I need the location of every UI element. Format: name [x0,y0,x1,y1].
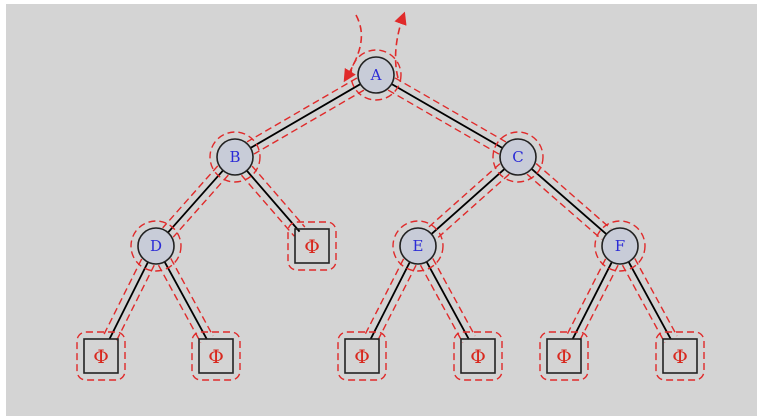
tree-edges [108,83,672,340]
tree-edge-E-n4 [369,261,411,340]
tree-edge-B-n1 [246,170,301,233]
traversal-path-D-n2-left [102,258,143,337]
node-circle-A [357,56,395,94]
tree-edge-C-F [530,168,608,235]
traversal-path-A-B-right [253,89,365,155]
node-circle-F [601,227,639,265]
traversal-path-E-n5-left [419,264,464,344]
tree-edge-C-E [430,168,506,235]
traversal-ring-C [492,131,544,183]
null-symbol-n5: Φ [470,346,486,368]
null-node-n6: Φ [539,331,589,381]
null-node-n1: Φ [287,221,337,271]
node-circle-B [216,138,254,176]
traversal-ring-n7 [655,331,705,381]
traversal-path-E-n4-left [363,258,405,337]
null-box-n6 [546,338,582,374]
traversal-ring-n5 [453,331,503,381]
tree-edge-A-C [391,83,503,149]
null-node-n7: Φ [655,331,705,381]
null-node-n3: Φ [191,331,241,381]
traversal-ring-D [130,220,182,272]
traversal-path-F-n6-left [565,258,607,337]
traversal-path-D-n2-right [115,264,155,343]
traversal-path-F-n7-left [621,264,666,344]
node-label-A: A [370,66,382,84]
null-box-n3 [198,338,234,374]
traversal-path-layer [102,77,678,344]
tree-edge-A-B [250,83,361,149]
null-symbol-n4: Φ [354,346,370,368]
node-label-C: C [512,148,523,166]
traversal-path-B-n1-right [251,165,306,228]
null-box-n4 [344,338,380,374]
tree-node-F: F [594,220,646,272]
traversal-arrows [343,11,407,83]
null-box-n7 [662,338,698,374]
node-circle-D [137,227,175,265]
node-circle-E [399,227,437,265]
traversal-path-B-D-left [162,165,219,229]
traversal-path-E-n4-right [376,264,417,343]
tree-edge-D-n3 [163,261,208,340]
traversal-ring-B [209,131,261,183]
null-node-n2: Φ [76,331,126,381]
node-label-E: E [413,237,424,255]
traversal-exit-arrow [394,11,407,79]
node-label-F: F [615,237,625,255]
traversal-ring-n1 [287,221,337,271]
traversal-path-A-B-left [246,77,358,143]
node-label-D: D [150,237,162,255]
traversal-ring-F [594,220,646,272]
traversal-path-C-E-right [435,173,510,240]
tree-edge-F-n7 [627,261,672,340]
traversal-ring-n6 [539,331,589,381]
traversal-path-F-n7-right [634,258,678,337]
null-node-n4: Φ [337,331,387,381]
null-box-n5 [460,338,496,374]
tree-node-E: E [392,220,444,272]
traversal-path-C-F-left [526,173,603,240]
traversal-ring-n4 [337,331,387,381]
traversal-path-C-F-right [535,163,612,230]
null-symbol-n6: Φ [556,346,572,368]
traversal-path-B-n1-left [240,174,295,237]
traversal-path-C-E-left [426,163,501,230]
traversal-path-F-n6-right [578,264,619,343]
node-label-B: B [229,148,240,166]
null-box-n1 [294,228,330,264]
null-node-n5: Φ [453,331,503,381]
null-symbol-n7: Φ [672,346,688,368]
tree-edge-D-n2 [108,261,149,340]
traversal-path-B-D-right [172,174,229,238]
null-symbol-n2: Φ [93,346,109,368]
tree-edge-F-n6 [571,261,613,340]
tree-node-D: D [130,220,182,272]
tree-nodes: A B C D E F Φ Φ Φ Φ Φ Φ Φ [76,49,705,381]
tree-node-B: B [209,131,261,183]
tree-node-C: C [492,131,544,183]
tree-edge-E-n5 [425,261,470,340]
traversal-ring-n3 [191,331,241,381]
null-symbol-n1: Φ [304,236,320,258]
traversal-path-D-n3-left [157,264,202,344]
null-box-n2 [83,338,119,374]
traversal-path-E-n5-right [432,258,476,337]
null-symbol-n3: Φ [208,346,224,368]
traversal-entry-arrow [343,14,363,83]
traversal-path-D-n3-right [170,258,214,337]
node-circle-C [499,138,537,176]
tree-edge-B-D [167,169,224,234]
traversal-ring-n2 [76,331,126,381]
traversal-ring-E [392,220,444,272]
